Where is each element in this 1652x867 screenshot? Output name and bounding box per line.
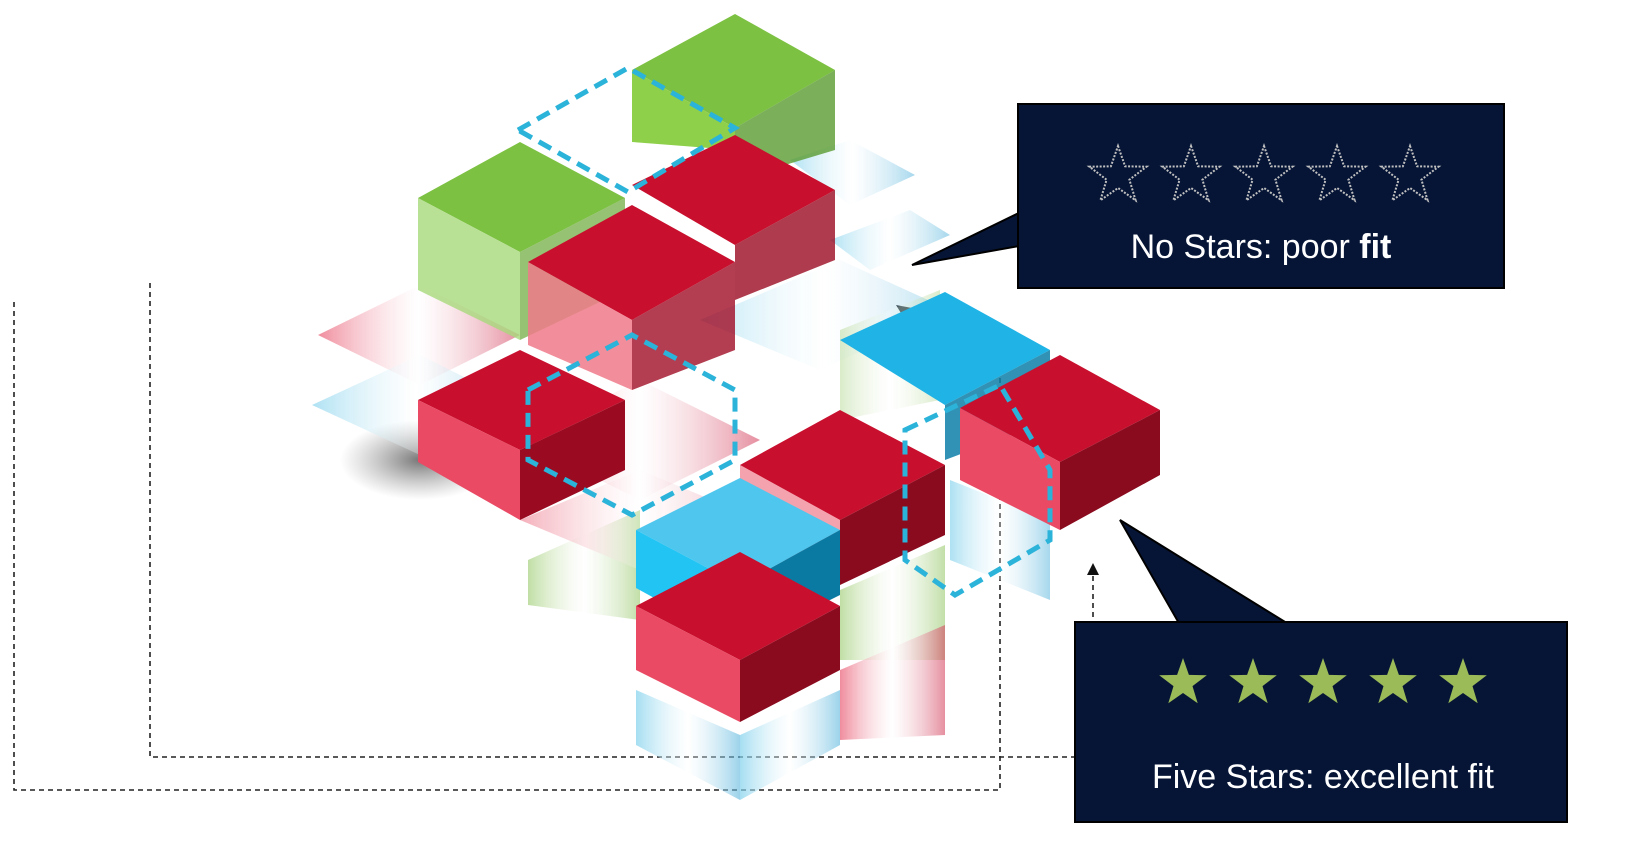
callout-poor-label: No Stars: poor fit [1131, 228, 1392, 266]
empty-slot-outlines [512, 65, 1053, 598]
callout-excellent-pointer [1119, 519, 1294, 626]
filled-star-icon [1299, 658, 1347, 704]
rating-stars-excellent [1159, 658, 1487, 704]
rating-stars-poor [1086, 142, 1442, 203]
red-cube-center [528, 205, 735, 390]
outline-star-icon [1232, 142, 1296, 203]
blue-cube-bottom-faded [636, 690, 840, 800]
red-slab-left [418, 350, 625, 520]
red-cube-top [632, 135, 835, 300]
callout-excellent-box [1074, 621, 1568, 823]
callout-excellent-fit: Five Stars: excellent fit [1074, 519, 1568, 823]
callout-excellent-label: Five Stars: excellent fit [1152, 758, 1495, 796]
red-cube-far-right [960, 355, 1160, 530]
empty-slot-right [902, 381, 1053, 598]
callout-poor-prefix: No Stars: poor [1131, 228, 1360, 266]
outline-star-icon [1086, 142, 1150, 203]
filled-star-icon [1369, 658, 1417, 704]
outline-star-icon [1159, 142, 1223, 203]
callout-poor-bold: fit [1359, 228, 1391, 266]
empty-slot-top [512, 65, 740, 195]
outline-star-icon [1378, 142, 1442, 203]
filled-star-icon [1159, 658, 1207, 704]
filled-star-icon [1439, 658, 1487, 704]
arrowhead-excellent [1087, 563, 1099, 575]
red-cube-lower [636, 552, 840, 722]
outline-star-icon [1305, 142, 1369, 203]
filled-star-icon [1229, 658, 1277, 704]
callout-poor-fit: No Stars: poor fit [911, 103, 1505, 289]
empty-slot-middle [525, 332, 738, 518]
